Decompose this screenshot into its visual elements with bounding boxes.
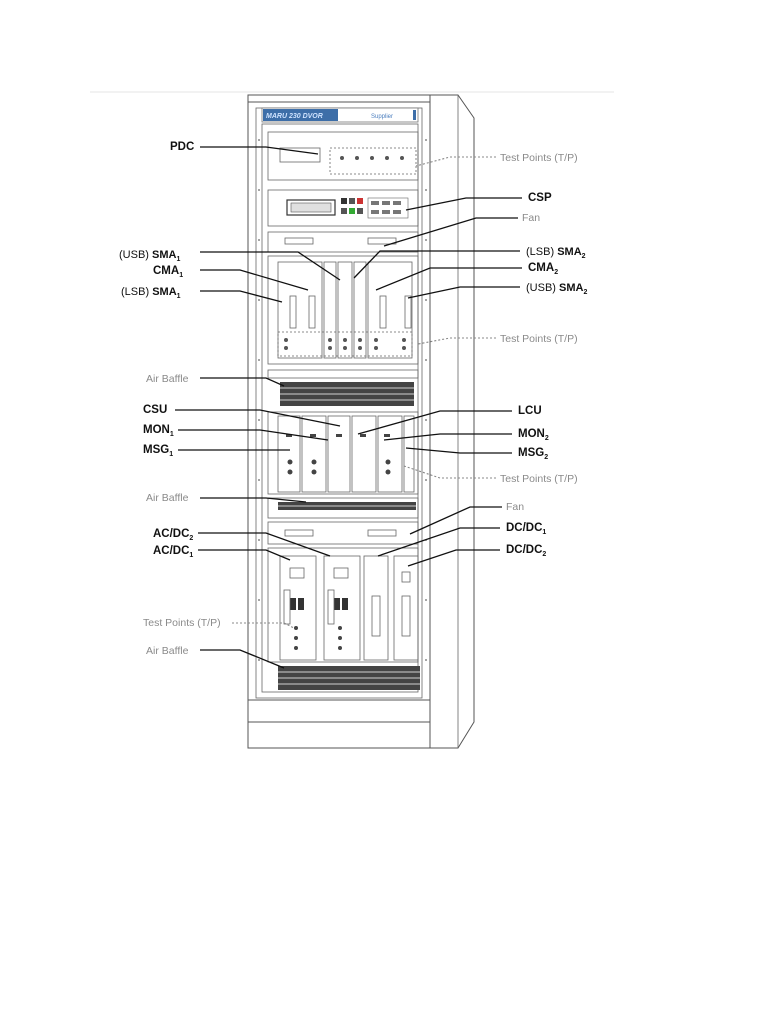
label-cma2: CMA2 bbox=[528, 262, 558, 276]
air-baffle-2 bbox=[267, 497, 419, 519]
label-usb-sma1: (USB) SMA1 bbox=[119, 249, 180, 263]
air-baffle-1 bbox=[267, 369, 419, 406]
label-msg1: MSG1 bbox=[143, 444, 173, 458]
label-test-points-4: Test Points (T/P) bbox=[143, 617, 221, 629]
label-fan-1: Fan bbox=[522, 212, 540, 224]
pdc-shelf bbox=[267, 131, 419, 181]
label-csu: CSU bbox=[143, 404, 167, 416]
label-air-baffle-1: Air Baffle bbox=[146, 373, 189, 385]
fan-tray-1 bbox=[267, 231, 419, 253]
label-fan-2: Fan bbox=[506, 501, 524, 513]
label-acdc2: AC/DC2 bbox=[153, 528, 193, 542]
label-air-baffle-2: Air Baffle bbox=[146, 492, 189, 504]
label-test-points-1: Test Points (T/P) bbox=[500, 152, 578, 164]
label-test-points-2: Test Points (T/P) bbox=[500, 333, 578, 345]
callouts-right: Test Points (T/P) CSP Fan (LSB) SMA2 CMA… bbox=[353, 152, 587, 567]
label-mon1: MON1 bbox=[143, 424, 174, 438]
label-acdc1: AC/DC1 bbox=[153, 545, 193, 559]
label-dcdc1: DC/DC1 bbox=[506, 522, 546, 536]
label-lsb-sma2: (LSB) SMA2 bbox=[526, 246, 586, 260]
label-usb-sma2: (USB) SMA2 bbox=[526, 282, 587, 296]
label-air-baffle-3: Air Baffle bbox=[146, 645, 189, 657]
label-lsb-sma1: (LSB) SMA1 bbox=[121, 286, 181, 300]
label-csp: CSP bbox=[528, 192, 552, 204]
brand-label: MARU 230 DVOR bbox=[266, 113, 323, 120]
rack-cabinet bbox=[247, 94, 475, 749]
brand-plate: MARU 230 DVOR Supplier bbox=[261, 107, 419, 123]
label-lcu: LCU bbox=[518, 405, 542, 417]
csp-shelf bbox=[267, 189, 419, 227]
fan-tray-2 bbox=[267, 521, 419, 545]
label-msg2: MSG2 bbox=[518, 447, 548, 461]
maker-label: Supplier bbox=[371, 114, 393, 120]
callouts-left: PDC (USB) SMA1 CMA1 (LSB) SMA1 Air Baffl… bbox=[119, 141, 341, 669]
label-dcdc2: DC/DC2 bbox=[506, 544, 546, 558]
label-test-points-3: Test Points (T/P) bbox=[500, 473, 578, 485]
csu-lcu-shelf bbox=[267, 411, 419, 495]
air-baffle-3 bbox=[278, 666, 420, 690]
label-mon2: MON2 bbox=[518, 428, 549, 442]
label-cma1: CMA1 bbox=[153, 265, 183, 279]
sma-cma-shelf bbox=[267, 255, 419, 365]
label-pdc: PDC bbox=[170, 141, 194, 153]
power-shelf bbox=[267, 547, 419, 663]
